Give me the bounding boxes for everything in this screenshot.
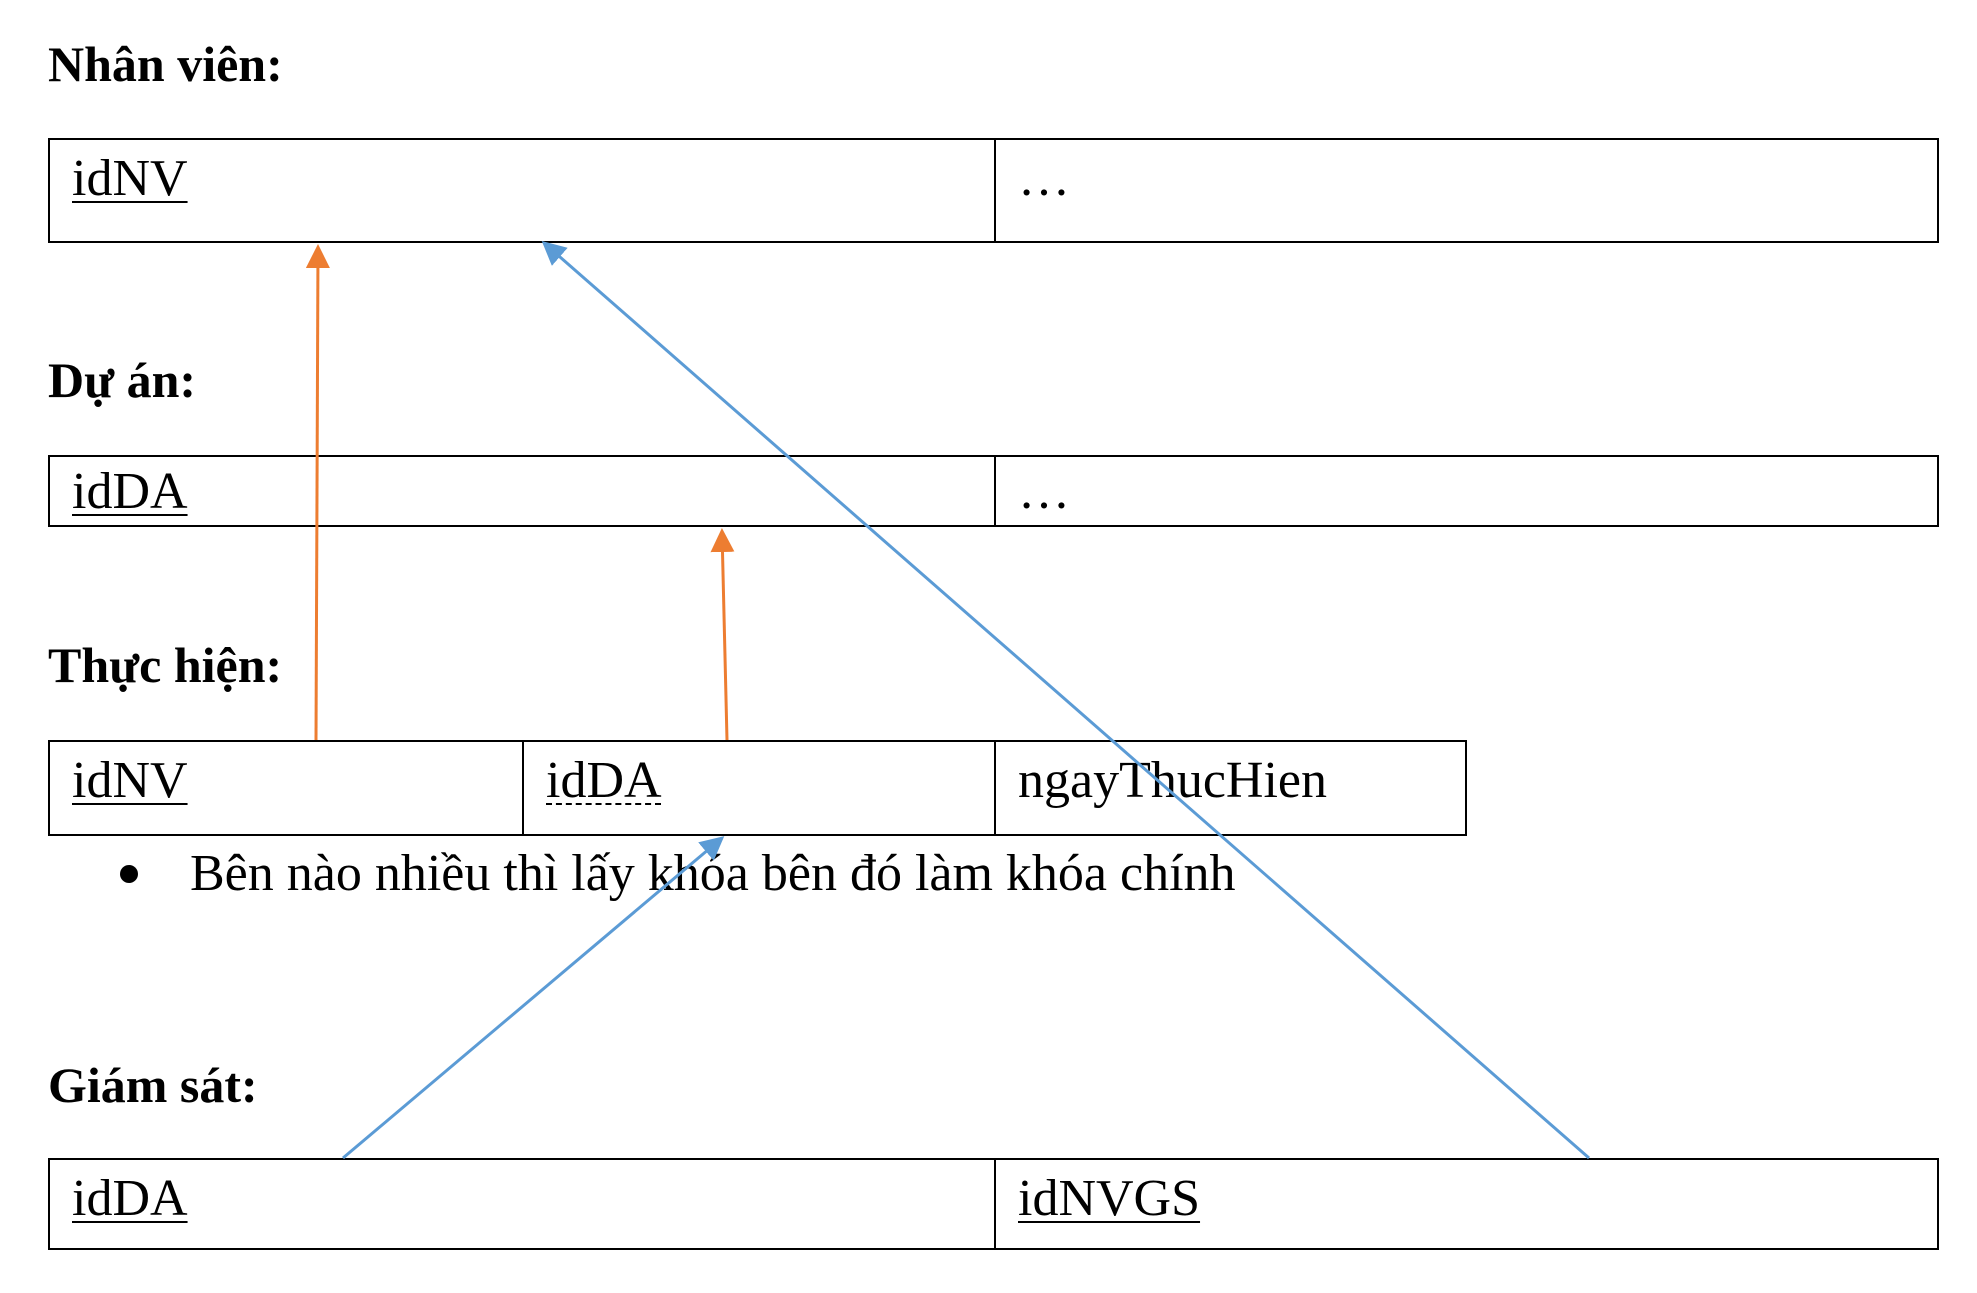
heading-du-an: Dự án: <box>48 352 197 408</box>
table-du-an: idDA … <box>48 455 1939 527</box>
heading-giam-sat: Giám sát: <box>48 1057 258 1113</box>
cell-giamsat-idda: idDA <box>50 1160 994 1248</box>
cell-thuchien-idnv: idNV <box>50 742 522 834</box>
ellipsis-label: … <box>1018 150 1070 207</box>
fk-arrow-giamsat-idnvgs <box>541 241 1590 1160</box>
cell-thuchien-idda: idDA <box>522 742 994 834</box>
cell-duan-more: … <box>994 457 1937 525</box>
pk-idnv-label: idNV <box>72 150 188 207</box>
cell-giamsat-idnvgs: idNVGS <box>994 1160 1937 1248</box>
table-giam-sat: idDA idNVGS <box>48 1158 1939 1250</box>
heading-thuc-hien: Thực hiện: <box>48 637 283 693</box>
note-text: Bên nào nhiều thì lấy khóa bên đó làm kh… <box>190 845 1236 902</box>
table-thuc-hien: idNV idDA ngayThucHien <box>48 740 1467 836</box>
pk-idda-label: idDA <box>72 463 188 520</box>
cell-nhanvien-idnv: idNV <box>50 140 994 241</box>
fk-arrow-thuchien-idda <box>710 528 735 741</box>
cell-nhanvien-more: … <box>994 140 1937 241</box>
cell-thuchien-ngay: ngayThucHien <box>994 742 1465 834</box>
cell-duan-idda: idDA <box>50 457 994 525</box>
heading-nhan-vien: Nhân viên: <box>48 36 283 92</box>
pk-idnv-label: idNV <box>72 752 188 809</box>
ngay-thuc-hien-label: ngayThucHien <box>1018 752 1328 809</box>
table-nhan-vien: idNV … <box>48 138 1939 243</box>
bullet-dot-icon <box>120 865 138 884</box>
ellipsis-label: … <box>1018 463 1070 520</box>
pk-idnvgs-label: idNVGS <box>1018 1170 1201 1227</box>
pk-idda-label: idDA <box>546 752 662 809</box>
bullet-note: Bên nào nhiều thì lấy khóa bên đó làm kh… <box>120 843 1236 905</box>
pk-idda-label: idDA <box>72 1170 188 1227</box>
